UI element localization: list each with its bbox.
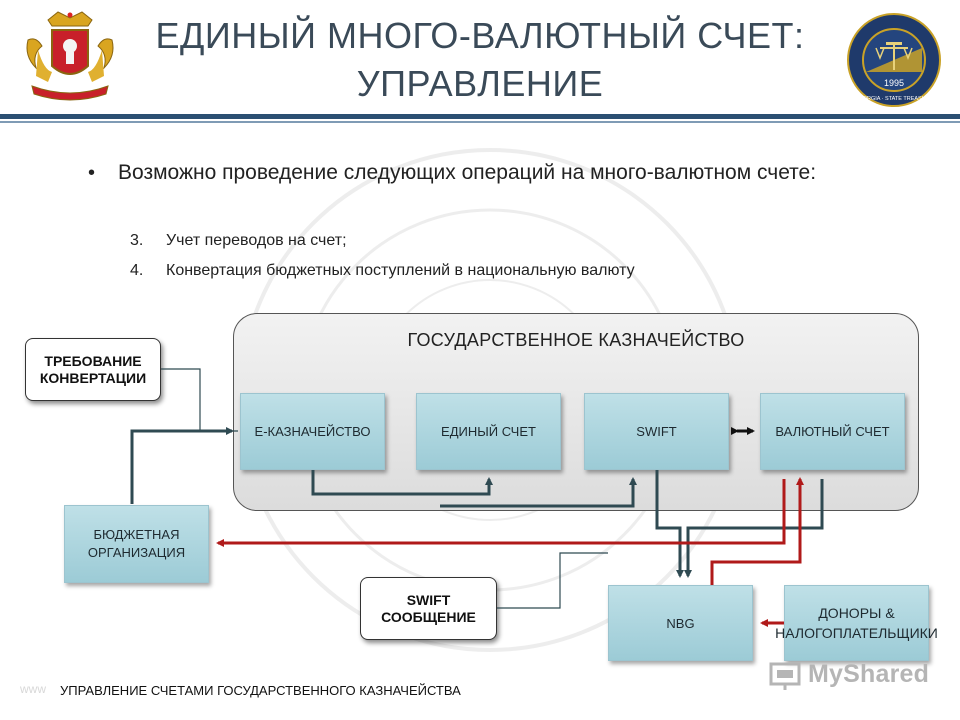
header-divider-thin bbox=[0, 121, 960, 123]
connector-conversion-request bbox=[161, 368, 238, 432]
bullet-text: Возможно проведение следующих операций н… bbox=[118, 161, 817, 184]
title-line-1: ЕДИНЫЙ МНОГО-ВАЛЮТНЫЙ СЧЕТ: bbox=[155, 15, 805, 56]
brand-watermark: MyShared bbox=[768, 656, 938, 696]
seal-year: 1995 bbox=[884, 78, 904, 88]
list-item-number: 4. bbox=[130, 262, 144, 279]
list-item-text: Конвертация бюджетных поступлений в наци… bbox=[166, 262, 635, 279]
list-item: 3. Учет переводов на счет; bbox=[130, 230, 347, 252]
seal-caption: GEORGIA · STATE TREASURY bbox=[855, 96, 934, 102]
connector-swift-message bbox=[497, 552, 608, 609]
node-donors-taxpayers: ДОНОРЫ & НАЛОГОПЛАТЕЛЬЩИКИ bbox=[775, 585, 938, 661]
node-nbg: NBG bbox=[608, 585, 753, 661]
header-divider bbox=[0, 114, 960, 119]
node-swift: SWIFT bbox=[584, 393, 729, 470]
arrow-currency-to-nbg bbox=[684, 479, 824, 578]
bullet-icon: • bbox=[88, 162, 96, 184]
footer-backdrop bbox=[56, 666, 176, 716]
presentation-icon bbox=[769, 662, 801, 690]
node-currency-account: ВАЛЮТНЫЙ СЧЕТ bbox=[760, 393, 905, 470]
georgia-coat-of-arms-icon bbox=[26, 11, 114, 101]
treasury-title: ГОСУДАРСТВЕННОЕ КАЗНАЧЕЙСТВО bbox=[407, 330, 745, 350]
callout-conversion-request: ТРЕБОВАНИЕ КОНВЕРТАЦИИ bbox=[25, 338, 161, 401]
node-single-account: ЕДИНЫЙ СЧЕТ bbox=[416, 393, 561, 470]
callout-swift-message: SWIFT СООБЩЕНИЕ bbox=[360, 577, 497, 640]
title-line-2: УПРАВЛЕНИЕ bbox=[356, 63, 604, 104]
footer-text: УПРАВЛЕНИЕ СЧЕТАМИ ГОСУДАРСТВЕННОГО КАЗН… bbox=[60, 683, 461, 698]
page-title: ЕДИНЫЙ МНОГО-ВАЛЮТНЫЙ СЧЕТ: УПРАВЛЕНИЕ bbox=[150, 12, 810, 108]
list-item-text: Учет переводов на счет; bbox=[166, 232, 347, 249]
arrow-currency-to-budget bbox=[216, 479, 786, 547]
arrow-nbg-to-currency bbox=[710, 477, 804, 585]
list-item-number: 3. bbox=[130, 232, 144, 249]
header: ЕДИНЫЙ МНОГО-ВАЛЮТНЫЙ СЧЕТ: УПРАВЛЕНИЕ 1… bbox=[0, 0, 960, 118]
arrow-e-treasury-to-single-account bbox=[311, 470, 493, 496]
node-budget-organization: БЮДЖЕТНАЯ ОРГАНИЗАЦИЯ bbox=[64, 505, 209, 583]
arrow-swift-to-nbg bbox=[655, 470, 684, 578]
brand-name: MyShared bbox=[808, 660, 930, 688]
node-e-treasury: Е-КАЗНАЧЕЙСТВО bbox=[240, 393, 385, 470]
state-treasury-seal-icon: 1995 GEORGIA · STATE TREASURY bbox=[847, 13, 941, 107]
arrow-budget-to-e-treasury bbox=[130, 427, 234, 504]
footer-faint-text: www bbox=[20, 682, 46, 696]
list-item: 4. Конвертация бюджетных поступлений в на… bbox=[130, 260, 635, 282]
